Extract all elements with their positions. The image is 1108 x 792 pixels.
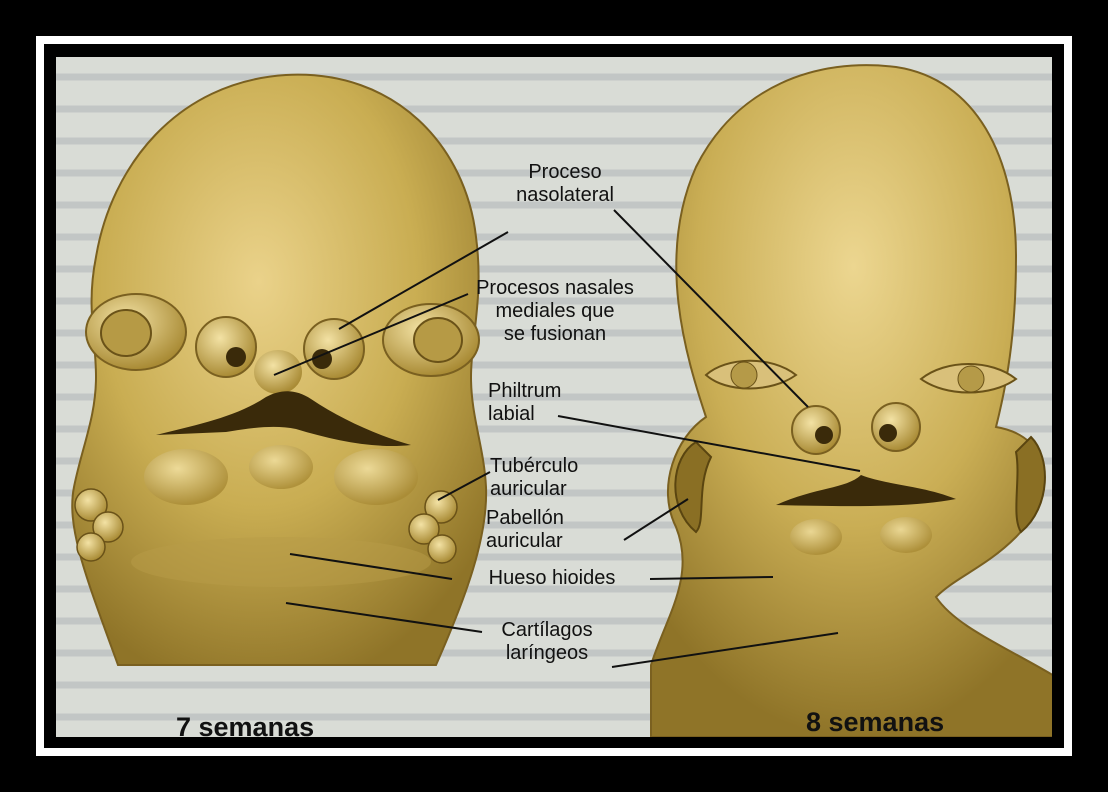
label-line: Cartílagos	[484, 619, 610, 642]
figure-plate: Proceso nasolateral Procesos nasales med…	[56, 57, 1052, 737]
caption-7-semanas: 7 semanas	[176, 712, 314, 737]
label-tuberculo-auricular: Tubérculo auricular	[490, 455, 600, 501]
caption-8-semanas: 8 semanas	[806, 707, 944, 737]
label-pabellon-auricular: Pabellón auricular	[486, 507, 596, 553]
label-line: Philtrum	[488, 380, 578, 403]
embryo-8-weeks	[651, 65, 1052, 737]
label-line: se fusionan	[468, 323, 642, 346]
label-line: Tubérculo	[490, 455, 600, 478]
label-line: Procesos nasales	[468, 277, 642, 300]
label-proceso-nasolateral: Proceso nasolateral	[500, 161, 630, 207]
embryo-7-weeks	[72, 75, 486, 665]
label-line: mediales que	[468, 300, 642, 323]
label-line: nasolateral	[500, 184, 630, 207]
label-line: auricular	[490, 478, 600, 501]
label-hueso-hioides: Hueso hioides	[454, 567, 650, 590]
label-line: labial	[488, 403, 578, 426]
label-cartilagos-laringeos: Cartílagos laríngeos	[484, 619, 610, 665]
label-line: laríngeos	[484, 642, 610, 665]
label-procesos-nasales-mediales: Procesos nasales mediales que se fusiona…	[468, 277, 642, 346]
label-line: Pabellón	[486, 507, 596, 530]
label-philtrum-labial: Philtrum labial	[488, 380, 578, 426]
label-line: auricular	[486, 530, 596, 553]
label-line: Proceso	[500, 161, 630, 184]
